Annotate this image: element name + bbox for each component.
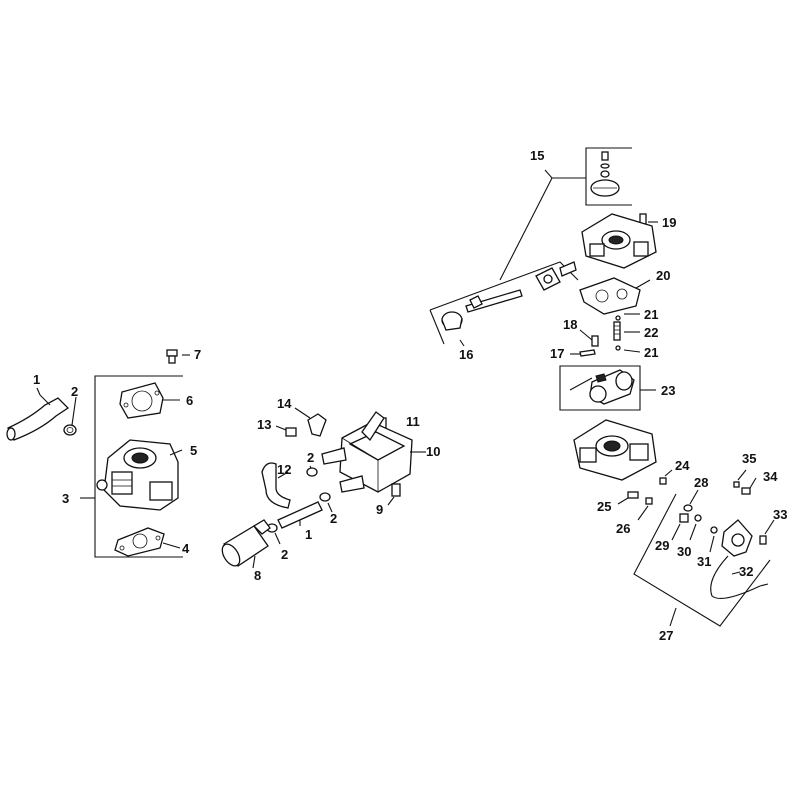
part-28-washer <box>683 489 699 512</box>
label-part-21-lower: 21 <box>644 345 658 360</box>
part-7-screw <box>166 349 190 364</box>
part-24-jet <box>659 469 673 485</box>
label-part-31: 31 <box>697 554 711 569</box>
part-5-carburetor <box>96 439 183 511</box>
part-20-gasket <box>579 277 651 315</box>
label-part-19: 19 <box>662 215 676 230</box>
part-1-straight-hose <box>277 501 323 529</box>
part-17-pin <box>570 349 596 357</box>
part-32-solenoid <box>710 519 769 599</box>
label-part-2: 2 <box>71 384 78 399</box>
part-33-screw <box>759 519 775 545</box>
label-part-23: 23 <box>661 383 675 398</box>
part-2-clamp-right <box>319 492 333 513</box>
label-part-25: 25 <box>597 499 611 514</box>
label-part-27: 27 <box>659 628 673 643</box>
part-16-cup <box>441 311 465 347</box>
carburetor-body-upper <box>581 213 657 269</box>
label-part-3: 3 <box>62 491 69 506</box>
label-part-33: 33 <box>773 507 787 522</box>
part-34-35-screw <box>733 469 757 495</box>
label-part-30: 30 <box>677 544 691 559</box>
part-2-clamp-left <box>63 424 77 436</box>
part-23-float <box>569 369 635 405</box>
assembly-23-bracket <box>559 365 656 411</box>
part-6-gasket <box>119 382 180 419</box>
part-18-screw <box>579 329 599 347</box>
label-part-8: 8 <box>254 568 261 583</box>
part-13-screw <box>275 425 297 437</box>
assembly-16-bracket <box>429 261 579 345</box>
label-part-15: 15 <box>530 148 544 163</box>
label-part-2-upper: 2 <box>307 450 314 465</box>
carburetor-body-lower <box>573 419 657 481</box>
label-part-11: 11 <box>406 414 420 429</box>
part-31-oring <box>709 526 718 553</box>
label-part-14: 14 <box>277 396 292 411</box>
part-12-hose <box>261 462 291 509</box>
part-10-fuel-pump <box>321 411 426 493</box>
assembly-27-bracket <box>633 493 771 627</box>
label-part-16: 16 <box>459 347 473 362</box>
label-part-1-hose: 1 <box>305 527 312 542</box>
label-part-1: 1 <box>33 372 40 387</box>
label-part-35: 35 <box>742 451 756 466</box>
part-14-clip <box>294 407 327 437</box>
label-part-26: 26 <box>616 521 630 536</box>
part-1-elbow-hose <box>6 394 70 441</box>
throttle-shaft-assembly <box>465 261 577 313</box>
part-21-22-needle-spring <box>613 313 641 353</box>
part-2-clamp-upper <box>306 465 318 477</box>
label-part-7: 7 <box>194 347 201 362</box>
part-29-30-seal <box>671 513 702 541</box>
part-26-screw <box>637 497 653 521</box>
part-19-screw <box>639 213 658 225</box>
label-part-13: 13 <box>257 417 271 432</box>
label-part-24: 24 <box>675 458 690 473</box>
label-part-21-upper: 21 <box>644 307 658 322</box>
part-2-clamp-lower <box>266 523 281 545</box>
kit-15-screw-washer-plate <box>590 151 620 197</box>
label-part-9: 9 <box>376 502 383 517</box>
label-part-12: 12 <box>277 462 291 477</box>
label-part-10: 10 <box>426 444 440 459</box>
label-part-32: 32 <box>739 564 753 579</box>
part-4-gasket <box>114 527 181 557</box>
part-25-screw <box>617 491 639 505</box>
label-part-29: 29 <box>655 538 669 553</box>
label-part-6: 6 <box>186 393 193 408</box>
label-part-28: 28 <box>694 475 708 490</box>
label-part-34: 34 <box>763 469 778 484</box>
assembly-3-bracket <box>80 375 183 558</box>
label-part-22: 22 <box>644 325 658 340</box>
label-part-2-lower: 2 <box>281 547 288 562</box>
part-9-fitting <box>387 483 401 506</box>
label-part-20: 20 <box>656 268 670 283</box>
part-8-fuel-filter <box>221 519 271 569</box>
label-part-4: 4 <box>182 541 190 556</box>
label-part-2-right: 2 <box>330 511 337 526</box>
label-part-18: 18 <box>563 317 577 332</box>
kit-15-bracket <box>499 147 632 281</box>
label-part-5: 5 <box>190 443 197 458</box>
label-part-17: 17 <box>550 346 564 361</box>
